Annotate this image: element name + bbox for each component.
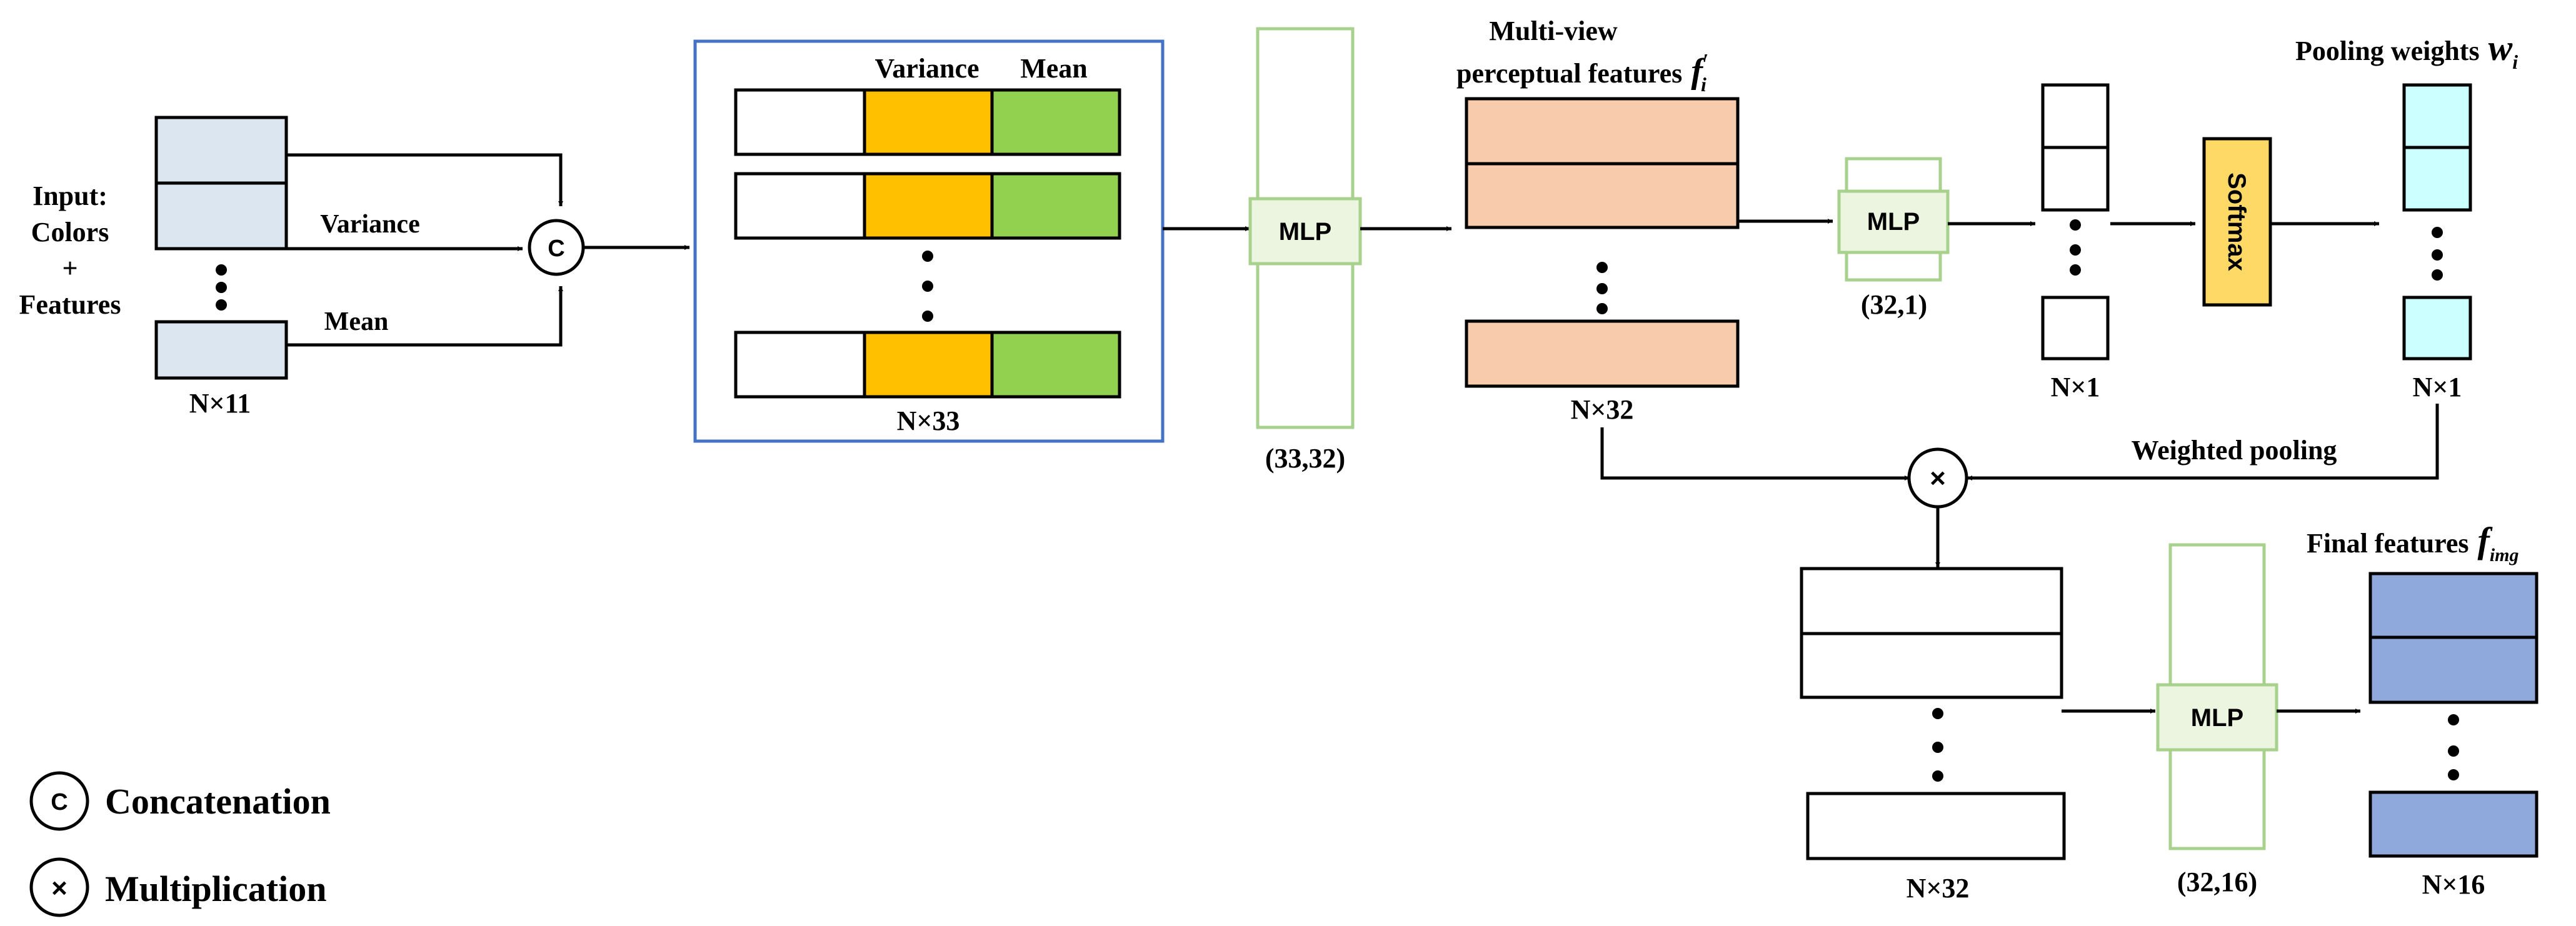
scores: N×1 bbox=[2041, 83, 2110, 402]
panel-row bbox=[734, 172, 1121, 240]
panel-ellipsis bbox=[922, 251, 933, 322]
weighted-pooling-label: Weighted pooling bbox=[2132, 435, 2337, 465]
weights-dims: N×1 bbox=[2413, 372, 2462, 402]
concat-node-symbol: C bbox=[548, 236, 564, 262]
panel-row bbox=[734, 88, 1121, 156]
mlp3: MLP (32,16) bbox=[2156, 543, 2278, 897]
perceptual-ellipsis bbox=[1596, 262, 1608, 314]
input-colors-edge bbox=[286, 153, 563, 206]
variance-edge-label: Variance bbox=[320, 210, 419, 239]
mlp2: MLP (32,1) bbox=[1837, 157, 1950, 320]
pooled-last-row bbox=[1806, 792, 2066, 860]
pooled-dims: N×32 bbox=[1907, 873, 1970, 904]
weights-ellipsis bbox=[2432, 227, 2443, 281]
concat-panel: Variance Mean N×33 bbox=[693, 39, 1165, 443]
input-label-line2: Colors bbox=[31, 217, 109, 247]
legend-concat-icon bbox=[29, 771, 89, 831]
mean-edge-label: Mean bbox=[324, 307, 389, 336]
mlp1-box bbox=[1248, 197, 1362, 266]
mlp1-label: MLP bbox=[1279, 218, 1331, 246]
features-to-mult-edge bbox=[1600, 427, 1910, 480]
mlp3-box bbox=[2156, 683, 2278, 752]
input-dims: N×11 bbox=[189, 388, 251, 419]
scores-dims: N×1 bbox=[2051, 372, 2100, 402]
input-mean-edge bbox=[286, 286, 563, 347]
legend-mult-symbol: × bbox=[51, 873, 68, 904]
perceptual-title-line1: Multi-view bbox=[1489, 16, 1618, 46]
input-last-row bbox=[154, 320, 288, 380]
perceptual-dims: N×32 bbox=[1571, 394, 1634, 425]
weights-last-row bbox=[2402, 296, 2472, 361]
panel-row bbox=[734, 331, 1121, 399]
softmax-box bbox=[2202, 137, 2272, 307]
mlp2-label: MLP bbox=[1867, 208, 1920, 236]
legend-mult-label: Multiplication bbox=[105, 869, 326, 909]
mlp1-dims: (33,32) bbox=[1265, 443, 1345, 474]
legend: C Concatenation × Multiplication bbox=[29, 771, 331, 917]
panel-header-mean: Mean bbox=[1020, 53, 1088, 84]
panel-dims: N×33 bbox=[897, 406, 960, 436]
input-label-line3: + bbox=[62, 253, 78, 284]
final-last-row bbox=[2368, 790, 2538, 858]
input-ellipsis bbox=[216, 264, 227, 311]
mlp3-dims: (32,16) bbox=[2177, 867, 2257, 897]
legend-concat-label: Concatenation bbox=[105, 781, 331, 822]
input-label-line1: Input: bbox=[33, 181, 108, 211]
weights-to-mult-edge bbox=[1967, 404, 2439, 480]
mlp2-box bbox=[1837, 189, 1950, 254]
final-ellipsis bbox=[2448, 714, 2459, 780]
legend-concat-symbol: C bbox=[51, 789, 68, 815]
mlp3-label: MLP bbox=[2191, 704, 2243, 732]
softmax: Softmax bbox=[2202, 137, 2272, 307]
softmax-label: Softmax bbox=[2223, 172, 2250, 271]
mlp1: MLP (33,32) bbox=[1248, 27, 1362, 474]
legend-mult-icon bbox=[29, 857, 89, 917]
pooled-ellipsis bbox=[1932, 708, 1943, 782]
mlp2-dims: (32,1) bbox=[1861, 289, 1927, 320]
panel-header-variance: Variance bbox=[875, 53, 979, 84]
multiply-node-symbol: × bbox=[1930, 463, 1946, 494]
perceptual-last-row bbox=[1465, 319, 1740, 388]
scores-last-row bbox=[2041, 296, 2110, 361]
scores-ellipsis bbox=[2070, 219, 2081, 276]
input-section: Input: Colors + Features N×11 Variance M… bbox=[19, 116, 689, 419]
final-dims: N×16 bbox=[2422, 869, 2485, 900]
pooled-features: N×32 bbox=[1800, 567, 2066, 904]
input-label-line4: Features bbox=[19, 289, 121, 320]
